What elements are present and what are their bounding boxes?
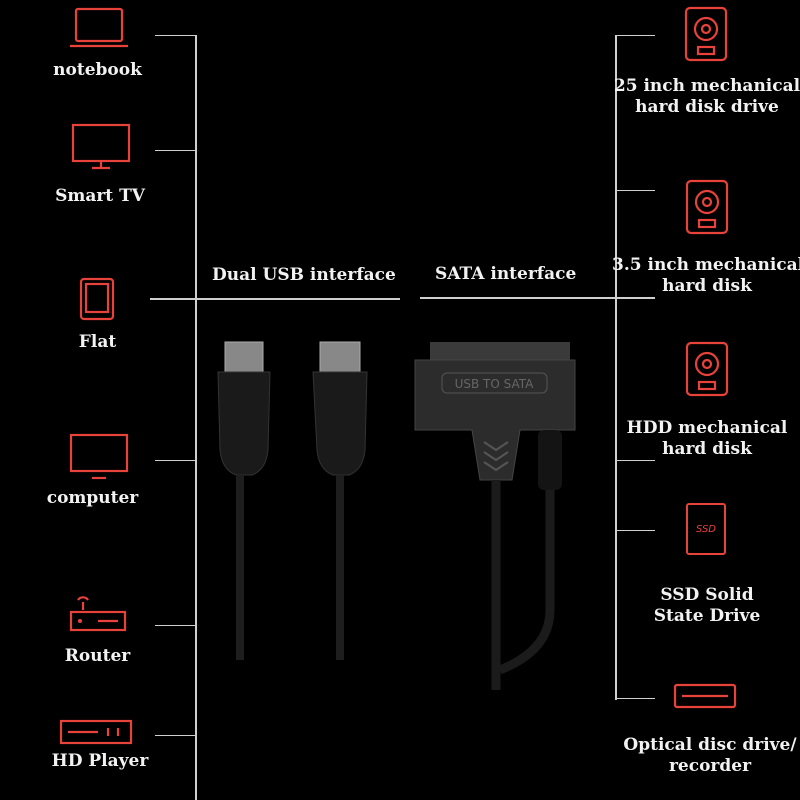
label-line: hard disk (662, 276, 752, 296)
sata-heading-line (420, 297, 655, 299)
tv-icon (71, 123, 131, 170)
label-line: SSD Solid (660, 585, 754, 605)
left-device-label: HD Player (51, 751, 149, 771)
hdd-icon (685, 179, 729, 235)
left-branch (155, 460, 195, 461)
label-line: recorder (668, 756, 752, 776)
left-branch (155, 150, 195, 151)
sata-heading: SATA interface (435, 264, 577, 284)
laptop-icon (70, 7, 128, 48)
optical-drive-icon (673, 683, 737, 709)
media-player-icon (59, 719, 133, 745)
right-branch (615, 530, 655, 531)
usb-heading-line (150, 298, 400, 300)
label-line: hard disk (662, 439, 752, 459)
right-branch (615, 698, 655, 699)
right-branch (615, 460, 655, 461)
left-device-label: notebook (53, 60, 142, 80)
tablet-icon (79, 277, 115, 321)
usb-plug-left (217, 341, 271, 660)
left-device-label: computer (46, 488, 139, 508)
label-line: 25 inch mechanical (613, 76, 800, 96)
usb-plug-right (312, 341, 368, 660)
label-line: HDD mechanical (626, 418, 788, 438)
right-branch (615, 190, 655, 191)
label-line: hard disk drive (635, 97, 779, 117)
hdd-icon (684, 6, 728, 62)
label-line: State Drive (653, 606, 761, 626)
right-branch (615, 35, 655, 36)
left-branch (155, 735, 195, 736)
monitor-icon (69, 433, 129, 480)
hdd-icon (685, 341, 729, 397)
left-branch (155, 625, 195, 626)
left-trunk-line (195, 35, 197, 800)
left-device-label: Router (64, 646, 131, 666)
usb-heading: Dual USB interface (212, 265, 396, 285)
label-line: Optical disc drive/ (623, 735, 797, 755)
left-branch (155, 35, 195, 36)
right-trunk-line (615, 35, 617, 700)
ssd-icon-text: SSD (695, 523, 717, 535)
sata-connector: USB TO SATA (414, 342, 576, 690)
right-device-label: Optical disc drive/recorder (600, 735, 800, 777)
left-device-label: Flat (78, 332, 117, 352)
label-line: 3.5 inch mechanical (612, 255, 800, 275)
usb-sata-cable-image: USB TO SATA (217, 341, 576, 690)
ssd-icon: SSD (686, 503, 726, 555)
router-icon (69, 596, 127, 632)
left-device-label: Smart TV (55, 186, 145, 206)
connector-label: USB TO SATA (455, 377, 535, 391)
